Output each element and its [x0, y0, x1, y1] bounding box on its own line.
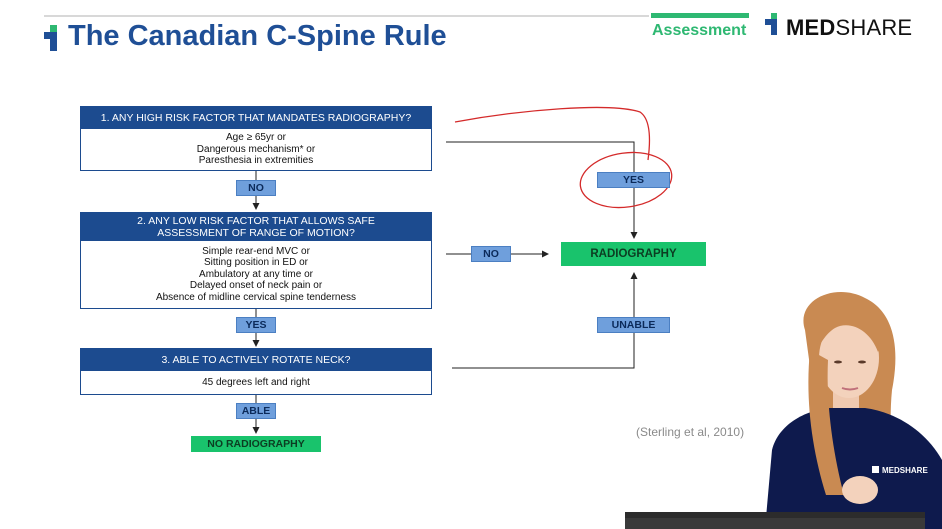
radiography-box: RADIOGRAPHY	[561, 242, 706, 266]
presenter-video-overlay: MEDSHARE	[625, 292, 942, 529]
q2-criteria: Simple rear-end MVC or Sitting position …	[80, 241, 432, 309]
medshare-logo-icon	[765, 13, 777, 35]
q2-heading-line1: 2. ANY LOW RISK FACTOR THAT ALLOWS SAFE	[137, 214, 375, 227]
q3-item: 45 degrees left and right	[202, 376, 310, 388]
q3-heading: 3. ABLE TO ACTIVELY ROTATE NECK?	[80, 348, 432, 371]
q2-item: Delayed onset of neck pain or	[189, 280, 323, 292]
q3-criteria: 45 degrees left and right	[80, 371, 432, 395]
q2-item: Ambulatory at any time or	[199, 268, 313, 280]
q3-able-tag: ABLE	[236, 403, 276, 419]
q1-item: Dangerous mechanism* or	[196, 143, 316, 155]
q1-heading: 1. ANY HIGH RISK FACTOR THAT MANDATES RA…	[80, 106, 432, 129]
logo-text-bold: MED	[786, 15, 836, 40]
q1-criteria: Age ≥ 65yr or Dangerous mechanism* or Pa…	[80, 129, 432, 171]
q1-item: Paresthesia in extremities	[198, 155, 314, 167]
no-radiography-box: NO RADIOGRAPHY	[191, 436, 321, 452]
q3-unable-tag: UNABLE	[597, 317, 670, 333]
section-label: Assessment	[652, 22, 747, 39]
medical-cross-icon	[44, 25, 57, 51]
citation-text: (Sterling et al, 2010)	[636, 425, 745, 439]
presenter-badge-text: MEDSHARE	[882, 466, 928, 475]
page-title: The Canadian C-Spine Rule	[68, 20, 447, 52]
pen-annotation-circle-yes	[579, 151, 673, 209]
q2-item: Sitting position in ED or	[204, 257, 308, 269]
connector-q1-yes	[446, 141, 635, 172]
pen-annotation-stroke	[454, 106, 651, 161]
q2-heading: 2. ANY LOW RISK FACTOR THAT ALLOWS SAFE …	[80, 212, 432, 241]
q2-item: Absence of midline cervical spine tender…	[155, 291, 357, 303]
q1-no-tag: NO	[236, 180, 276, 196]
q2-item: Simple rear-end MVC or	[202, 245, 310, 257]
q1-yes-tag: YES	[597, 172, 670, 188]
medshare-logo: MEDSHARE	[786, 15, 912, 41]
q2-heading-line2: ASSESSMENT OF RANGE OF MOTION?	[157, 226, 355, 239]
q2-no-tag: NO	[471, 246, 511, 262]
q2-yes-tag: YES	[236, 317, 276, 333]
header-divider	[44, 15, 649, 17]
connector-q3-unable	[452, 333, 635, 369]
section-accent-bar	[651, 13, 749, 18]
q1-item: Age ≥ 65yr or	[226, 132, 286, 144]
logo-text-light: SHARE	[835, 15, 913, 40]
